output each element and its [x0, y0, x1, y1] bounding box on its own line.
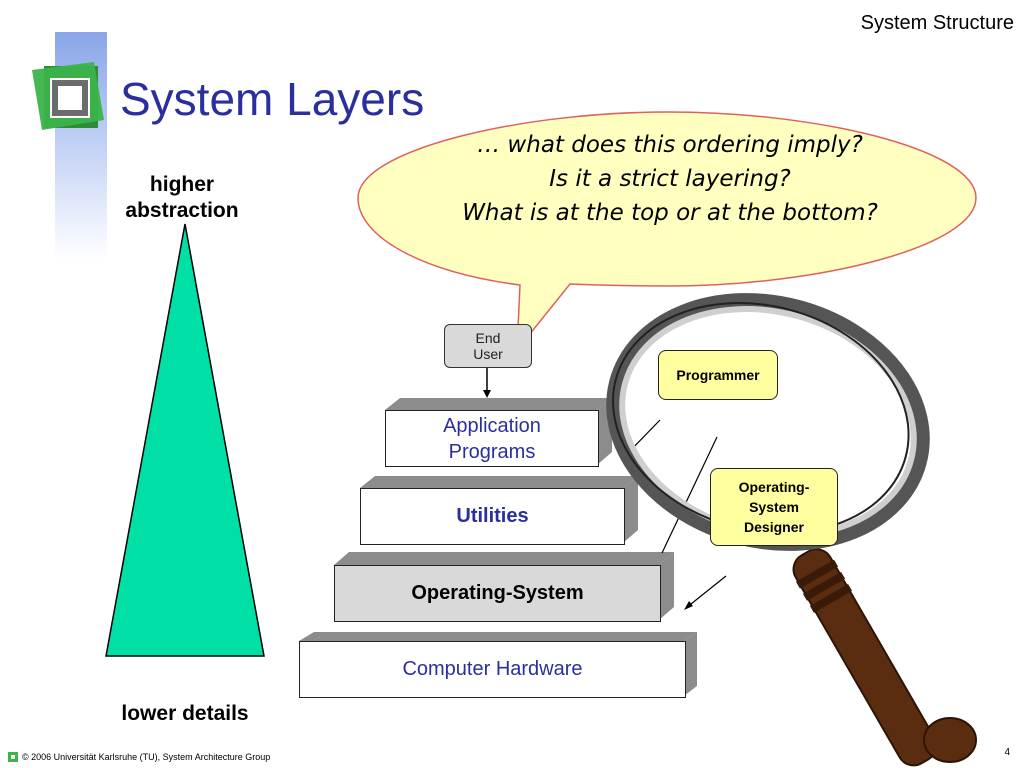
layer-application-line-1: Application	[443, 414, 541, 437]
bubble-text: … what does this ordering imply? Is it a…	[400, 128, 940, 230]
layer-operating-system: Operating-System	[334, 565, 661, 622]
layer-application-line-2: Programs	[448, 440, 536, 463]
layer-computer-hardware: Computer Hardware	[299, 641, 686, 698]
layer-os-label: Operating-System	[411, 582, 584, 604]
layer-3d-shading	[299, 398, 697, 696]
enduser-label-1: End	[475, 330, 501, 346]
section-header: System Structure	[860, 12, 1014, 34]
abstraction-triangle	[105, 223, 265, 657]
bubble-line-2: Is it a strict layering?	[549, 166, 791, 192]
footer: © 2006 Universität Karlsruhe (TU), Syste…	[8, 752, 270, 762]
university-logo	[32, 62, 104, 130]
layer-hardware-label: Computer Hardware	[402, 658, 583, 680]
note-programmer-label: Programmer	[676, 367, 760, 383]
note-os-designer-line-3: Designer	[744, 519, 804, 535]
axis-bottom-label: lower details	[121, 702, 249, 725]
magnifier-icon	[606, 293, 977, 767]
enduser-label-2: User	[473, 346, 503, 362]
page-title: System Layers	[120, 73, 425, 125]
speech-bubble	[357, 111, 977, 353]
note-programmer: Programmer	[658, 350, 778, 400]
note-os-designer-line-1: Operating-	[738, 479, 810, 495]
note-os-designer-line-2: System	[749, 499, 799, 515]
small-logo-icon	[8, 752, 18, 762]
layer-utilities-label: Utilities	[456, 505, 529, 527]
page-number: 4	[1004, 747, 1010, 758]
bubble-line-3: What is at the top or at the bottom?	[462, 200, 878, 226]
layer-utilities: Utilities	[360, 488, 625, 545]
axis-top-label: higher abstraction	[125, 173, 239, 222]
footer-copyright: © 2006 Universität Karlsruhe (TU), Syste…	[22, 752, 271, 762]
layer-application-programs: Application Programs	[385, 410, 599, 467]
note-os-designer: Operating- System Designer	[710, 468, 838, 546]
enduser-box: End User	[444, 324, 532, 368]
bubble-line-1: … what does this ordering imply?	[477, 132, 863, 158]
